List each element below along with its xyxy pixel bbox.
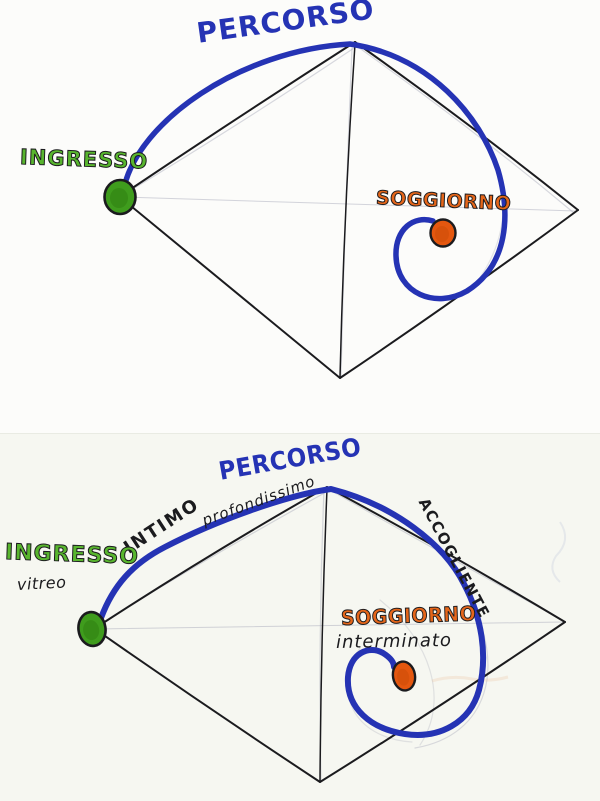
top-edge-vertical-fold — [339, 43, 356, 378]
top-ingresso-label: INGRESSO — [19, 145, 149, 174]
bottom-edge-apex-right — [326, 486, 566, 623]
top-pencil-edge-right — [357, 46, 575, 214]
top-soggiorno-node — [429, 218, 457, 248]
bottom-percorso-path — [98, 486, 487, 738]
top-diagram — [103, 41, 579, 379]
bottom-pencil-horizontal — [96, 621, 564, 630]
paper-top-scan — [0, 0, 600, 433]
bottom-soggiorno-node — [391, 660, 417, 692]
top-edge-left-bottom — [119, 196, 341, 379]
bottom-soggiorno-node-shade — [397, 668, 410, 686]
top-edge-apex-left — [121, 41, 356, 196]
top-edge-apex-right — [354, 41, 579, 211]
bottom-pencil-spiral-guide-3 — [379, 599, 435, 746]
top-pencil-axis — [340, 47, 353, 377]
bottom-soggiorno-label: SOGGIORNO — [340, 601, 477, 631]
bottom-edge-left-bottom — [94, 628, 321, 783]
bottom-edge-right-bottom — [319, 621, 566, 783]
bottom-diagram — [77, 486, 567, 783]
bleed-through-squiggle — [551, 521, 567, 583]
top-ingresso-node-shade — [110, 188, 128, 208]
bleed-through-text-smudge — [431, 675, 509, 683]
top-soggiorno-node-shade — [435, 226, 449, 242]
bottom-edge-vertical-fold — [319, 488, 328, 782]
bottom-edge-apex-left — [96, 486, 328, 628]
top-pencil-horizontal — [121, 196, 577, 212]
top-pencil-edge-left — [127, 45, 358, 193]
bottom-interminato-label: interminato — [335, 629, 453, 653]
bottom-ingresso-label: INGRESSO — [4, 540, 140, 571]
bottom-ingresso-node-shade — [83, 620, 100, 641]
top-percorso-path — [121, 41, 508, 302]
bottom-vitreo-label: vitreo — [16, 572, 67, 594]
